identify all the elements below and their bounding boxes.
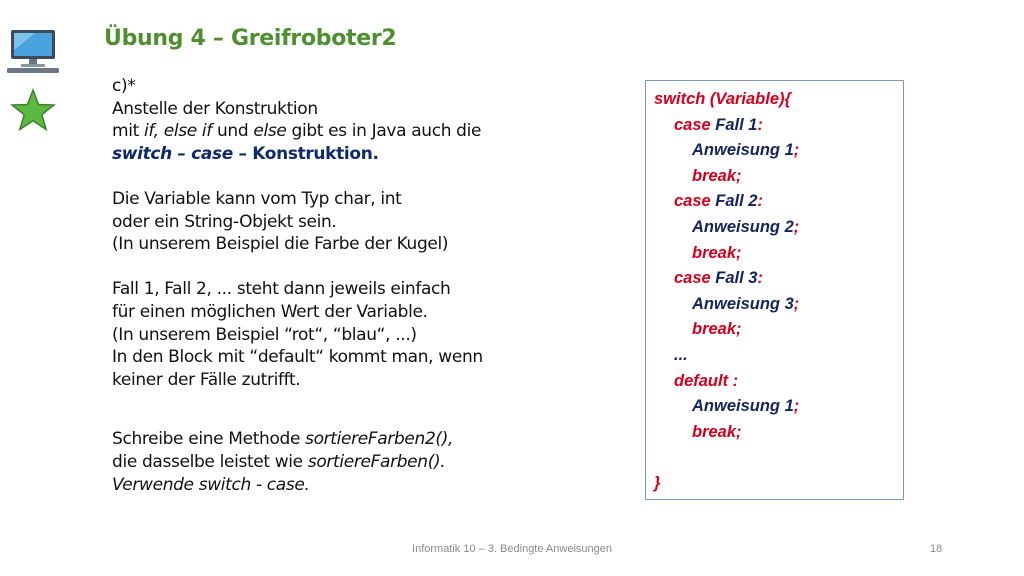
code-line: switch (Variable){ (654, 90, 791, 108)
slide-title: Übung 4 – Greifroboter2 (104, 26, 397, 51)
text-line: In den Block mit “default“ kommt man, we… (112, 347, 483, 368)
switch-case-code: switch (Variable){ case Fall 1: Anweisun… (654, 87, 799, 497)
task-description: c)* Anstelle der Konstruktion mit if, el… (112, 75, 612, 496)
text-line: Anstelle der Konstruktion (112, 98, 318, 119)
text-line: die dasselbe leistet wie sortiereFarben(… (112, 451, 446, 472)
code-line: break; (692, 166, 742, 185)
star-icon (10, 88, 56, 132)
task-part-label: c)* (112, 76, 136, 96)
text-line: switch – case – Konstruktion. (112, 143, 379, 164)
else-keyword: else (253, 121, 287, 142)
text-line: (In unserem Beispiel die Farbe der Kugel… (112, 234, 449, 255)
code-line: break; (692, 422, 742, 441)
code-line: Anweisung 2; (692, 217, 800, 236)
slide-footer: Informatik 10 – 3. Bedingte Anweisungen (412, 543, 612, 555)
code-line: } (654, 473, 661, 492)
code-line: break; (692, 320, 742, 339)
text-line: oder ein String-Objekt sein. (112, 211, 337, 232)
page-number: 18 (930, 543, 943, 555)
text-line: Schreibe eine Methode sortiereFarben2(), (112, 429, 454, 450)
method-name: sortiereFarben(). (307, 451, 446, 472)
code-line: default : (674, 371, 739, 390)
text-line: mit if, else if und else gibt es in Java… (112, 121, 482, 142)
text-line: keiner der Fälle zutrifft. (112, 369, 301, 390)
method-name: sortiereFarben2(), (305, 429, 454, 450)
code-line: case Fall 2: (674, 192, 763, 211)
code-line (654, 445, 799, 471)
computer-icon (7, 30, 59, 73)
text-line: für einen möglichen Wert der Variable. (112, 301, 428, 322)
text-line: Die Variable kann vom Typ char, int (112, 188, 402, 209)
code-line: Anweisung 3; (692, 294, 800, 313)
if-else-if-keyword: if, else if (143, 121, 212, 142)
code-line: ... (674, 345, 688, 364)
code-line: break; (692, 243, 742, 262)
text-line: (In unserem Beispiel “rot“, “blau“, ...) (112, 324, 417, 345)
code-example-box: switch (Variable){ case Fall 1: Anweisun… (645, 80, 904, 500)
code-line: Anweisung 1; (692, 397, 800, 416)
text-line: Verwende switch - case. (112, 474, 310, 495)
code-line: Anweisung 1; (692, 141, 800, 160)
switch-case-keyword: switch – case (112, 143, 233, 164)
code-line: case Fall 1: (674, 115, 763, 134)
code-line: case Fall 3: (674, 269, 763, 288)
text-line: Fall 1, Fall 2, ... steht dann jeweils e… (112, 279, 451, 300)
